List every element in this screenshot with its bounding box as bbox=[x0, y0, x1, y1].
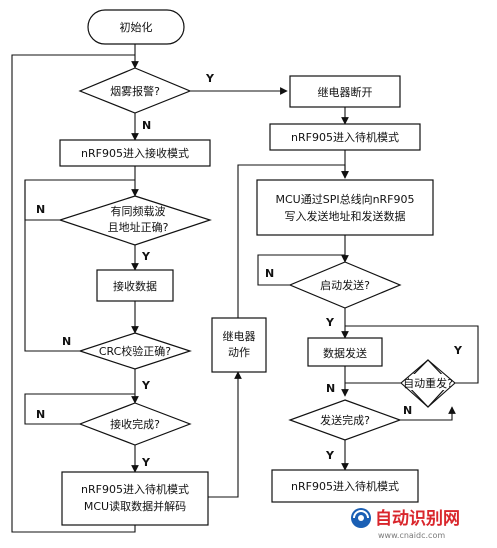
label-start-send-yes: Y bbox=[325, 316, 335, 329]
label-auto-resend-no: N bbox=[326, 382, 335, 395]
node-recv-done-label: 接收完成? bbox=[110, 417, 160, 431]
node-standby-1-label: nRF905进入待机模式 bbox=[291, 130, 399, 144]
connectors bbox=[11, 44, 479, 533]
node-relay-action-label-2: 动作 bbox=[228, 346, 250, 359]
node-start: 初始化 bbox=[87, 9, 185, 45]
watermark-logo-icon bbox=[351, 508, 371, 528]
label-start-send-no: N bbox=[265, 267, 274, 280]
watermark-url: www.cnaidc.com bbox=[378, 531, 445, 540]
node-send-data: 数据发送 bbox=[307, 337, 383, 367]
node-carrier-label-1: 有同频载波 bbox=[111, 204, 166, 218]
node-relay-action-label-1: 继电器 bbox=[223, 330, 256, 343]
node-standby-read-label-2: MCU读取数据并解码 bbox=[84, 499, 186, 513]
node-start-send-label: 启动发送? bbox=[320, 278, 370, 292]
node-standby-read-label-1: nRF905进入待机模式 bbox=[81, 482, 189, 496]
label-crc-yes: Y bbox=[141, 379, 151, 392]
node-standby-read: nRF905进入待机模式 MCU读取数据并解码 bbox=[61, 471, 209, 526]
label-recv-done-no: N bbox=[36, 408, 45, 421]
node-auto-resend-label: 自动重发? bbox=[403, 376, 453, 390]
node-relay-off: 继电器断开 bbox=[289, 75, 401, 108]
label-send-done-no: N bbox=[403, 404, 412, 417]
node-crc-label: CRC校验正确? bbox=[99, 344, 171, 358]
branch-labels: Y N N Y N Y N Y N Y Y N N Y bbox=[36, 72, 463, 469]
node-carrier-label-2: 且地址正确? bbox=[108, 220, 169, 234]
label-smoke-no: N bbox=[142, 119, 151, 132]
label-auto-resend-yes: Y bbox=[453, 344, 463, 357]
node-mcu-spi: MCU通过SPI总线向nRF905 写入发送地址和发送数据 bbox=[256, 179, 434, 236]
node-receive: 接收数据 bbox=[96, 269, 174, 302]
node-standby-2: nRF905进入待机模式 bbox=[271, 469, 419, 503]
node-auto-resend: 自动重发? bbox=[400, 359, 456, 408]
label-recv-done-yes: Y bbox=[141, 456, 151, 469]
node-rx-mode-label: nRF905进入接收模式 bbox=[81, 146, 189, 160]
node-relay-action: 继电器 动作 bbox=[211, 317, 267, 373]
label-carrier-yes: Y bbox=[141, 250, 151, 263]
watermark-title: 自动识别网 bbox=[375, 508, 460, 529]
node-standby-1: nRF905进入待机模式 bbox=[269, 123, 421, 151]
node-relay-off-label: 继电器断开 bbox=[318, 85, 373, 99]
node-standby-2-label: nRF905进入待机模式 bbox=[291, 479, 399, 493]
node-send-done-label: 发送完成? bbox=[320, 413, 370, 427]
node-receive-label: 接收数据 bbox=[113, 279, 157, 293]
node-send-done: 发送完成? bbox=[288, 399, 402, 441]
node-crc-check: CRC校验正确? bbox=[78, 332, 192, 370]
node-smoke-alarm: 烟雾报警? bbox=[78, 67, 192, 114]
node-rx-mode: nRF905进入接收模式 bbox=[59, 139, 211, 167]
label-crc-no: N bbox=[62, 335, 71, 348]
node-start-send: 启动发送? bbox=[288, 261, 402, 309]
label-send-done-yes: Y bbox=[325, 449, 335, 462]
node-carrier-check: 有同频载波 且地址正确? bbox=[58, 195, 212, 246]
node-send-data-label: 数据发送 bbox=[323, 346, 367, 360]
watermark: 自动识别网 www.cnaidc.com bbox=[351, 508, 460, 540]
label-carrier-no: N bbox=[36, 203, 45, 216]
node-smoke-label: 烟雾报警? bbox=[110, 84, 160, 98]
node-mcu-spi-label-2: 写入发送地址和发送数据 bbox=[285, 209, 406, 223]
node-start-label: 初始化 bbox=[120, 20, 153, 34]
label-smoke-yes: Y bbox=[205, 72, 215, 85]
node-recv-done: 接收完成? bbox=[78, 402, 192, 446]
node-mcu-spi-label-1: MCU通过SPI总线向nRF905 bbox=[275, 192, 414, 206]
